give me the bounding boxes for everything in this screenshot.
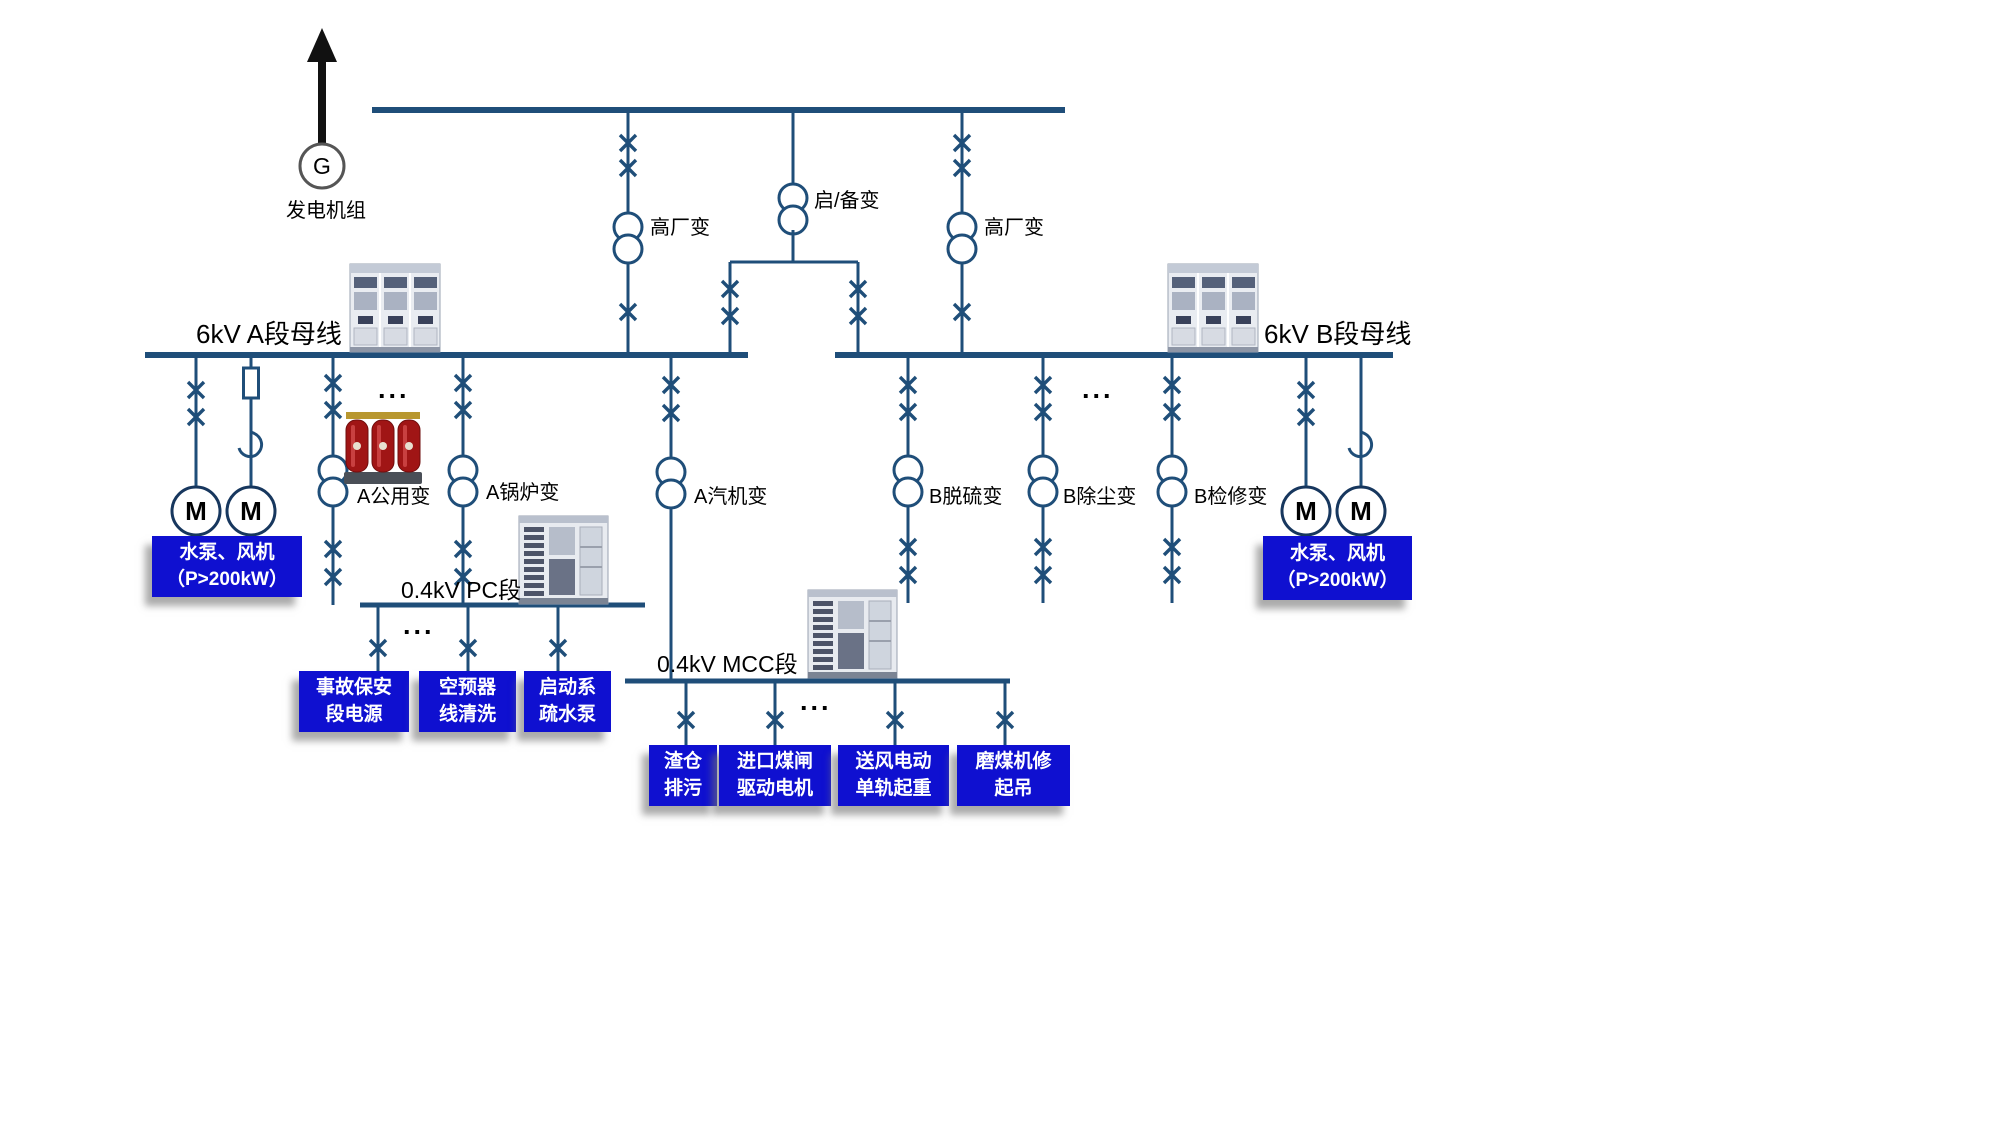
motor-icon [1335,485,1387,537]
feeder-a-common-label: A公用变 [357,486,431,508]
feeder-a-common [317,355,349,605]
feeder-b-desulfurization [892,355,924,603]
feeder-a-turbine-label: A汽机变 [694,486,768,508]
startup-standby-label: 启/备变 [814,190,880,212]
feeder-aux-right [946,110,978,355]
svg-text:M: M [1350,496,1372,526]
bus-a-label: 6kV A段母线 [196,319,342,349]
transformer-icon [655,456,687,510]
feeder-b-dust-label: B除尘变 [1063,486,1137,508]
feeder-startup-standby [720,110,868,355]
grid-arrow-icon [307,28,337,150]
bus-mcc-label: 0.4kV MCC段 [657,651,798,677]
load-box-air-preheater-wash: 空预器 线清洗 [419,671,516,732]
more-feeders-ellipsis-b: ... [1082,374,1114,404]
transformer-icon [892,454,924,508]
transformer-icon [1027,454,1059,508]
more-feeders-ellipsis-mcc: ... [800,686,832,716]
load-box-emergency-power: 事故保安 段电源 [299,671,409,732]
aux-transformer-right-label: 高厂变 [984,217,1044,239]
feeder-a-boiler-label: A锅炉变 [486,482,560,504]
pc-feeders [368,605,568,671]
generator-icon: G [298,142,346,190]
mcc-feeders [676,681,1015,745]
feeder-b-desulfurization-label: B脱硫变 [929,486,1003,508]
feeder-a-motor-2: M [225,355,277,537]
feeder-aux-left [612,110,644,355]
motor-icon [225,485,277,537]
feeder-b-motor-1: M [1280,355,1332,537]
feeder-b-maintenance-label: B检修变 [1194,486,1268,508]
motor-icon [1280,485,1332,537]
svg-text:M: M [240,496,262,526]
transformer-icon [317,454,349,508]
feeder-a-turbine [655,355,687,681]
svg-text:M: M [1295,496,1317,526]
transformer-icon [447,454,479,508]
switchgear-photo-pc [518,515,609,605]
load-box-coal-mill-hoist: 磨煤机修 起吊 [957,745,1070,806]
load-box-coal-gate-motor: 进口煤闸 驱动电机 [719,745,831,806]
feeder-b-dust [1027,355,1059,603]
more-feeders-ellipsis-pc: ... [403,610,435,640]
bus-pc-label: 0.4kV PC段 [401,577,522,603]
aux-transformer-left-label: 高厂变 [650,217,710,239]
switchgear-photo-mcc [807,589,898,679]
switchgear-photo-b [1167,263,1259,353]
load-box-b-motors: 水泵、风机 （P>200kW） [1263,536,1412,600]
feeder-a-boiler [447,355,479,605]
svg-text:G: G [313,153,331,179]
dry-transformer-photo [343,411,423,485]
bus-b-label: 6kV B段母线 [1264,319,1412,349]
motor-icon [170,485,222,537]
load-box-startup-drain-pump: 启动系 疏水泵 [524,671,611,732]
generator-unit-label: 发电机组 [286,200,366,222]
switchgear-photo-a [349,263,441,353]
more-feeders-ellipsis-a: ... [378,374,410,404]
load-box-slag-drain: 渣仓 排污 [649,745,717,806]
feeder-b-motor-2: M [1335,355,1387,537]
fuse-icon [242,366,260,400]
feeder-a-motor-1: M [170,355,222,537]
transformer-icon [946,211,978,265]
transformer-icon [612,211,644,265]
transformer-icon [1156,454,1188,508]
load-box-a-motors: 水泵、风机 （P>200kW） [152,536,302,597]
load-box-blower-monorail-crane: 送风电动 单轨起重 [838,745,949,806]
transformer-icon [777,182,809,236]
svg-text:M: M [185,496,207,526]
feeder-b-maintenance [1156,355,1188,603]
